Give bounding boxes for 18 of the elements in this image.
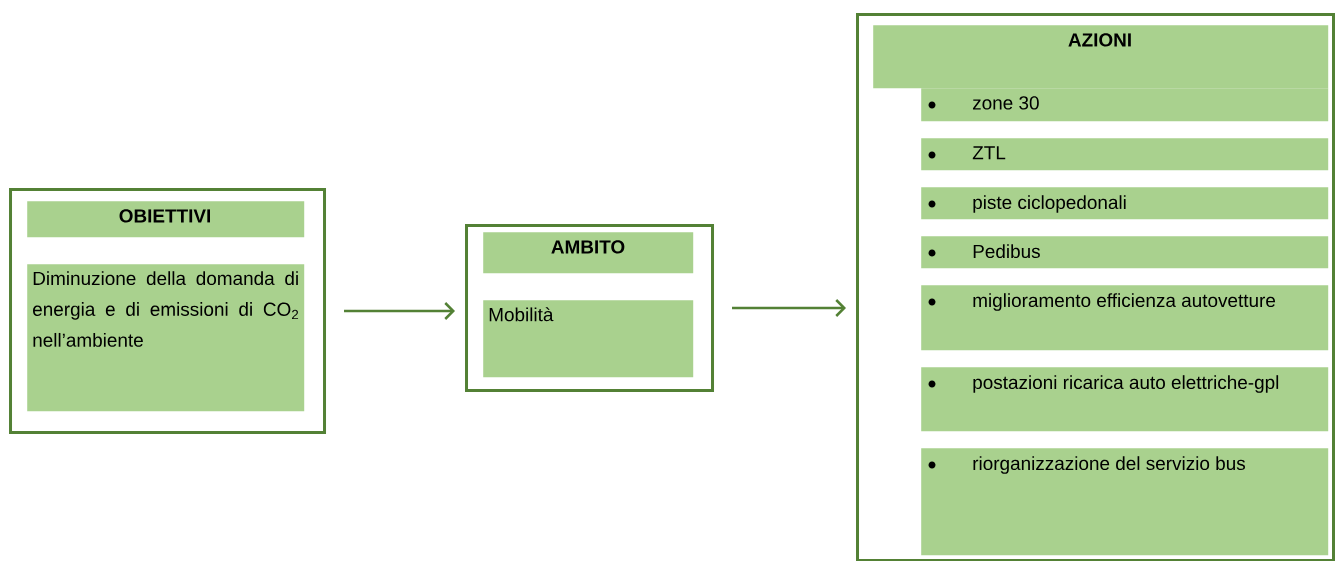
node-label: AZIONI <box>1068 33 1131 47</box>
list-item: Pedibus <box>921 236 1329 269</box>
list-item: piste ciclopedonali <box>921 187 1329 220</box>
arrow <box>344 302 455 320</box>
text-band: Mobilità <box>483 300 694 378</box>
panel-frame <box>856 13 1335 561</box>
heading-band: AMBITO <box>483 232 694 274</box>
panel-frame <box>9 188 326 434</box>
panel-frame <box>465 224 714 392</box>
node-label: zone 30 <box>972 96 1039 110</box>
list-item: ZTL <box>921 138 1329 171</box>
list-item: postazioni ricarica auto elettriche-gpl <box>921 367 1329 432</box>
arrow <box>732 299 846 317</box>
text-band: Diminuzione della domanda di energia e di emissioni di CO$_{2}$ nell’ambiente <box>27 264 305 412</box>
list-item: riorganizzazione del servizio bus <box>921 448 1329 556</box>
list-item: miglioramento efficienza autovetture <box>921 285 1329 351</box>
list-item: zone 30 <box>921 88 1329 122</box>
heading-band: OBIETTIVI <box>27 201 305 238</box>
